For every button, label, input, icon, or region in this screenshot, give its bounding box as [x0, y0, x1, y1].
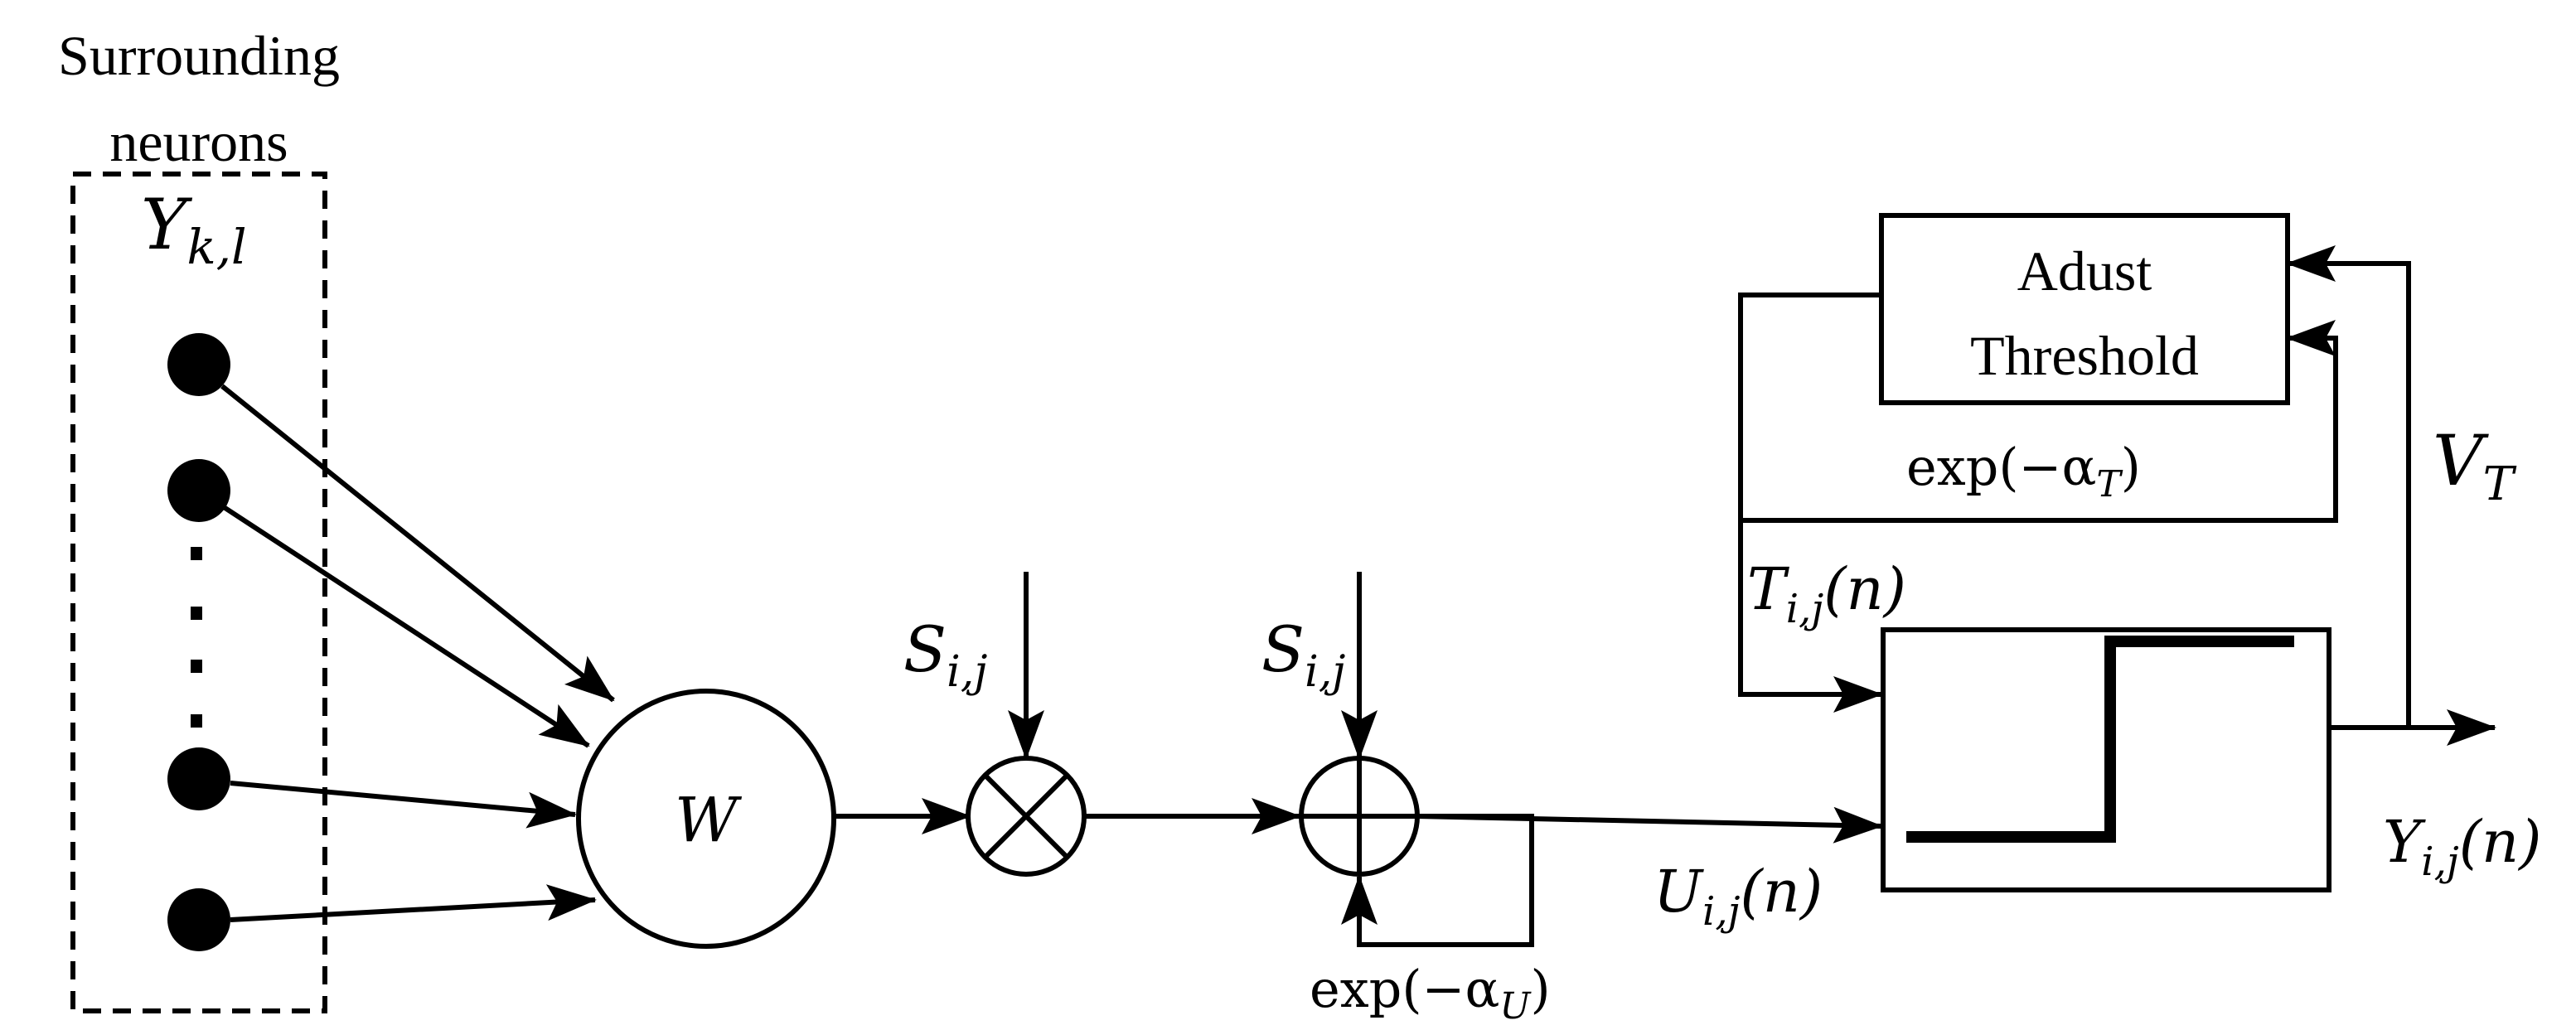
surrounding-neurons-box — [70, 172, 327, 1013]
stimulus-label-1: Si,j — [903, 612, 987, 697]
ellipsis-dot-3 — [191, 660, 202, 673]
ellipsis-dot-2 — [191, 607, 202, 620]
output-label: Yi,j(n) — [2383, 808, 2541, 885]
connection-arrow-2 — [222, 505, 590, 748]
ellipsis-dot-1 — [191, 547, 202, 560]
connection-arrow-4 — [230, 884, 597, 922]
exp-alpha-t-label: exp(−αT) — [1906, 437, 2141, 505]
adjust-threshold-label-line2: Threshold — [1970, 324, 2199, 387]
neuron-4 — [167, 888, 230, 951]
exp-alpha-u-label: exp(−αU) — [1310, 959, 1551, 1028]
internal-activity-arrow — [1416, 806, 1883, 844]
ellipsis-dot-4 — [191, 714, 202, 728]
stimulus-subscript-1: i,j — [947, 647, 987, 697]
neuron-3 — [167, 747, 230, 810]
weight-node — [576, 689, 836, 949]
threshold-label: Ti,j(n) — [1747, 555, 1906, 632]
weight-label: W — [675, 785, 743, 856]
vt-label: VT — [2433, 420, 2517, 511]
surrounding-label-line1: Surrounding — [58, 24, 340, 87]
connection-arrow-1 — [220, 384, 615, 703]
adjust-threshold-box — [1879, 213, 2290, 405]
stimulus-label-2: Si,j — [1261, 612, 1345, 697]
y-kl-label: Yk,l — [141, 184, 247, 275]
y-kl-symbol: Y — [141, 184, 193, 265]
multiplier-cross-2 — [982, 772, 1070, 860]
threshold-decay-feedback — [1741, 320, 2338, 523]
threshold-arrow — [1738, 293, 1883, 713]
stimulus-symbol-1: S — [903, 612, 947, 686]
connection-arrow-3 — [230, 781, 577, 829]
vt-feedback-arrow — [2286, 245, 2411, 728]
stimulus-symbol-2: S — [1261, 612, 1305, 686]
internal-activity-label: Ui,j(n) — [1654, 858, 1823, 935]
neuron-2 — [167, 459, 230, 522]
step-function-curve — [1906, 636, 2294, 843]
y-kl-subscript: k,l — [186, 219, 246, 275]
stimulus-subscript-2: i,j — [1305, 647, 1345, 697]
neuron-1 — [167, 333, 230, 396]
surrounding-label-line2: neurons — [109, 110, 288, 173]
adjust-threshold-label-line1: Adust — [2017, 239, 2152, 302]
